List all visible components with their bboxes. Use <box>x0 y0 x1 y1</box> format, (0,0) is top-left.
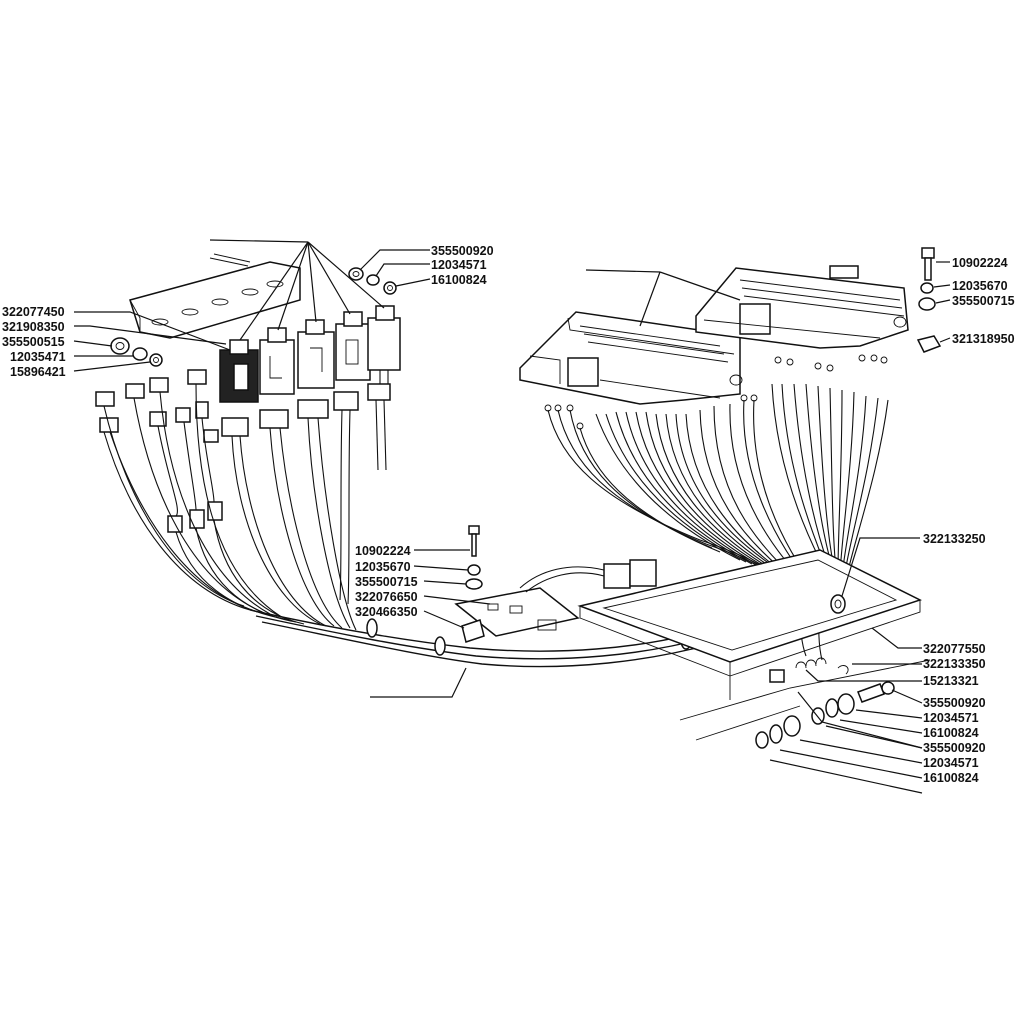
small-clips <box>795 657 849 675</box>
label-plate-mid: 322076650 <box>355 590 418 604</box>
label-nut-top-a: 16100824 <box>431 273 487 287</box>
label-washer-mid: 355500715 <box>355 575 418 589</box>
label-lock-washer-b1: 12034571 <box>923 711 979 725</box>
label-nut-b1: 16100824 <box>923 726 979 740</box>
right-terminals <box>544 354 888 430</box>
part-labels: 322077450 321908350 355500515 12035471 1… <box>2 244 1015 785</box>
label-nut-left: 15896421 <box>10 365 66 379</box>
lock-washer-top-right-part <box>920 282 934 294</box>
relay-1 <box>259 327 295 395</box>
washer-b1-part <box>837 693 855 715</box>
label-washer-left: 355500515 <box>2 335 65 349</box>
label-relay-small: 321908350 <box>2 320 65 334</box>
mid-clamp <box>461 619 485 643</box>
label-washer-b1: 355500920 <box>923 696 986 710</box>
fuse-frame <box>577 549 931 741</box>
screw-top-right-part <box>921 247 935 281</box>
relay-bracket <box>129 253 301 339</box>
relay-2 <box>297 319 335 389</box>
screw-bottom-part <box>857 681 895 703</box>
lock-washer-left-part <box>132 347 148 361</box>
label-fuse-frame: 322077550 <box>923 642 986 656</box>
fuse-box-right <box>695 265 909 349</box>
label-washer-top-right: 355500715 <box>952 294 1015 308</box>
washer-top-right-part <box>918 297 936 311</box>
clip-top-right-part <box>916 335 942 353</box>
label-lock-washer-top-a: 12034571 <box>431 258 487 272</box>
lock-washer-b1-part <box>825 698 839 718</box>
label-grommet: 322133250 <box>923 532 986 546</box>
label-washer-b2: 355500920 <box>923 741 986 755</box>
label-relay-bracket: 322077450 <box>2 305 65 319</box>
label-lock-washer-left: 12035471 <box>10 350 66 364</box>
label-nut-b2: 16100824 <box>923 771 979 785</box>
nut-left-part <box>149 353 163 367</box>
relay-3 <box>335 311 371 381</box>
label-clip-top-right: 321318950 <box>952 332 1015 346</box>
lock-washer-mid-part <box>467 564 481 576</box>
relay-4 <box>367 305 401 371</box>
lock-washer-b2-part <box>769 724 783 744</box>
mid-screw <box>468 525 480 557</box>
leader-lines <box>73 249 951 794</box>
left-wiring <box>103 370 389 631</box>
relay-small <box>219 339 259 403</box>
label-clip-small: 322133350 <box>923 657 986 671</box>
lock-washer-top-a-part <box>366 274 380 286</box>
nut-b2-part <box>755 731 769 749</box>
relay-group <box>219 305 401 403</box>
mid-connector-block <box>519 559 657 593</box>
washer-left-part <box>110 337 130 355</box>
label-screw-mid: 10902224 <box>355 544 411 558</box>
label-lock-washer-mid: 12035670 <box>355 560 411 574</box>
label-screw-bottom: 15213321 <box>923 674 979 688</box>
washer-top-a-part <box>348 267 364 281</box>
mid-mounting-plate <box>454 587 580 637</box>
grommet-part <box>830 594 846 614</box>
label-clamp-mid: 320466350 <box>355 605 418 619</box>
left-connectors <box>95 369 391 533</box>
fuse-box-left <box>519 311 743 405</box>
washer-mid-part <box>465 578 483 590</box>
label-washer-top-a: 355500920 <box>431 244 494 258</box>
frame-bracket-part <box>769 669 785 683</box>
nut-top-a-part <box>383 281 397 295</box>
label-lock-washer-b2: 12034571 <box>923 756 979 770</box>
label-lock-washer-top-right: 12035670 <box>952 279 1008 293</box>
washer-b2-part <box>783 715 801 737</box>
label-screw-top-right: 10902224 <box>952 256 1008 270</box>
